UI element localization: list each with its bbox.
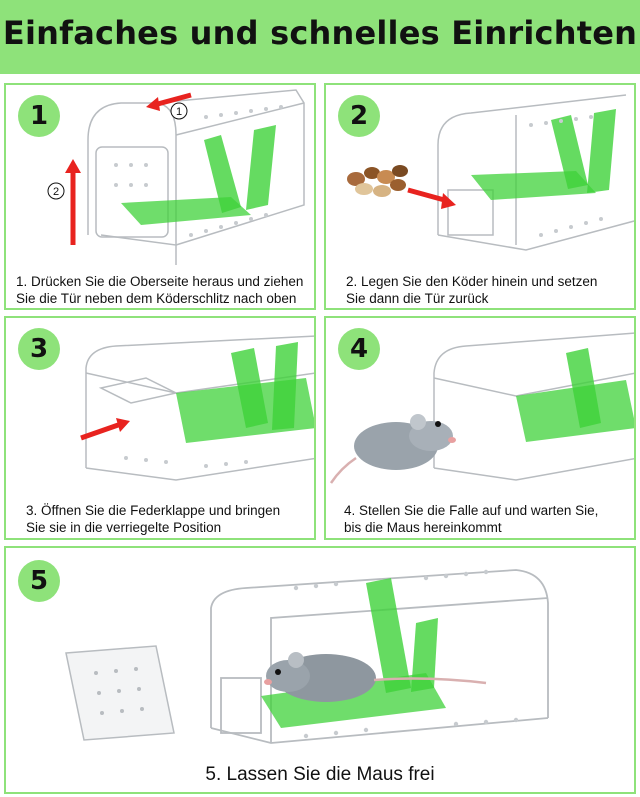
step-badge-4: 4	[338, 328, 380, 370]
step-badge-2: 2	[338, 95, 380, 137]
trap-illustration-3	[80, 335, 314, 481]
step-caption-3: 3. Öffnen Sie die Federklappe und bringe…	[26, 503, 281, 535]
mouse-icon	[329, 414, 456, 484]
nuts-bait-icon	[347, 165, 408, 197]
step-badge-5: 5	[18, 560, 60, 602]
trap-illustration-4	[329, 332, 634, 484]
marker-2: 2	[53, 186, 59, 198]
step-panel-5: 5 5.	[4, 546, 636, 794]
step-caption-5: 5. Lassen Sie die Maus frei	[205, 764, 435, 785]
trap-illustration-5	[65, 569, 549, 744]
page-title: Einfaches und schnelles Einrichten	[2, 14, 638, 52]
step-caption-2: 2. Legen Sie den Köder hinein und setzen…	[346, 274, 598, 306]
trap-illustration-2	[347, 94, 634, 251]
caught-mouse-icon	[264, 652, 487, 702]
header-banner: Einfaches und schnelles Einrichten	[0, 0, 640, 74]
step-badge-1: 1	[18, 95, 60, 137]
step-panel-2: 2 2. Legen Sie den Köder hinein und setz…	[324, 83, 636, 310]
marker-1: 1	[176, 106, 182, 118]
removed-door-icon	[65, 645, 175, 741]
step-panel-3: 3 3. Öffnen Sie die Federklappe und brin…	[4, 316, 316, 540]
step-caption-4: 4. Stellen Sie die Falle auf und warten …	[344, 503, 599, 535]
trap-illustration-1: 1 2	[47, 89, 305, 265]
step-caption-1: 1. Drücken Sie die Oberseite heraus und …	[16, 274, 304, 306]
step-badge-3: 3	[18, 328, 60, 370]
step-panel-1: 1 1 2 1. Drücken Sie die Oberseite herau…	[4, 83, 316, 310]
step-panel-4: 4 4. Stellen Sie die Falle auf und warte…	[324, 316, 636, 540]
